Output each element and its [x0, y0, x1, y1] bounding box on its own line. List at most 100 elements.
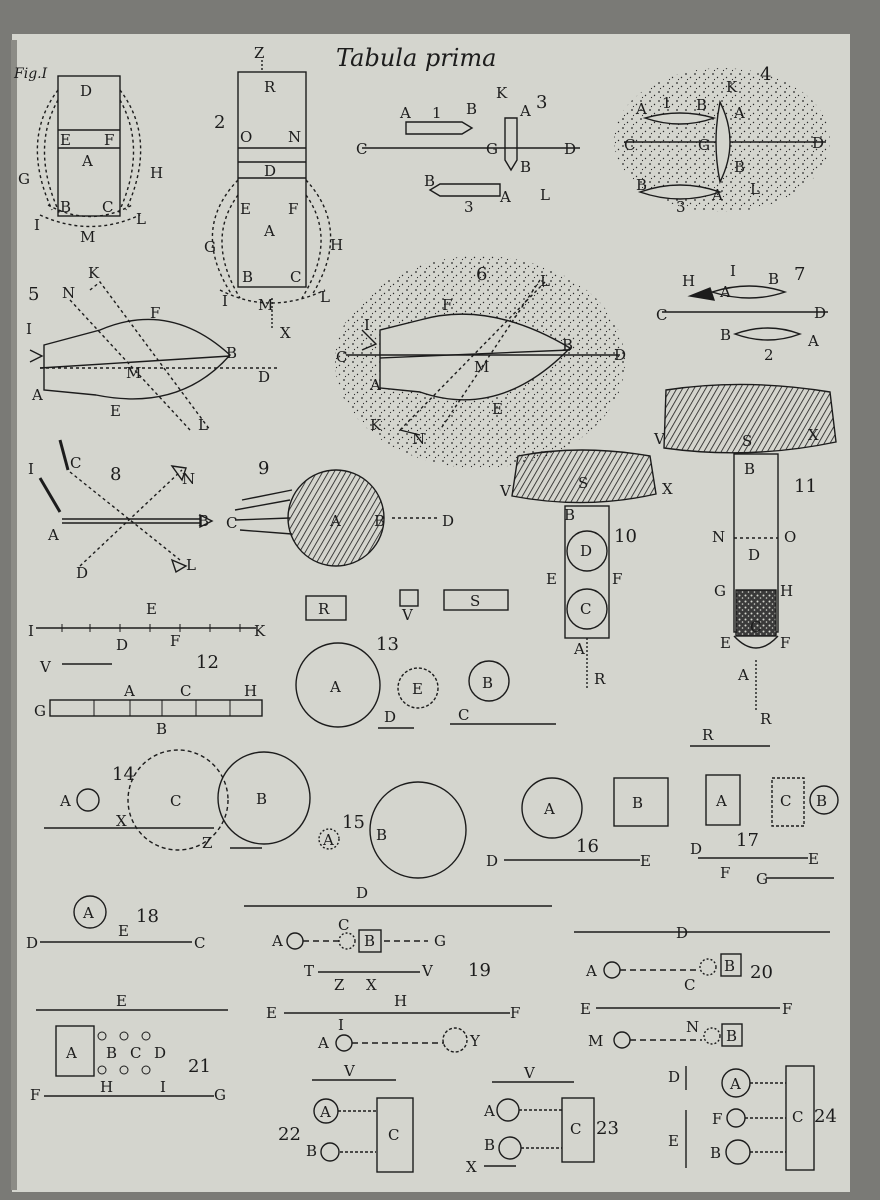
label: L: [320, 288, 330, 306]
label: A: [543, 800, 555, 818]
label: E: [546, 570, 557, 588]
label: G: [204, 238, 216, 256]
plate-text: Tabula prima Fig.I 2 3 4 5 6 7 8 9 10 11…: [13, 44, 837, 1176]
label: C: [336, 348, 347, 366]
label: B: [156, 720, 167, 738]
figure-23: [484, 1081, 595, 1167]
label: E: [412, 680, 423, 698]
label: D: [676, 924, 688, 942]
label: D: [614, 346, 626, 364]
fig-number: 21: [188, 1056, 211, 1077]
label: A: [719, 283, 731, 301]
label: D: [116, 636, 128, 654]
label: R: [264, 78, 276, 96]
label: A: [319, 1103, 331, 1121]
label: H: [244, 682, 257, 700]
label: A: [807, 332, 819, 350]
label: B: [564, 506, 575, 524]
label: G: [18, 170, 30, 188]
label: D: [76, 564, 88, 582]
label: L: [198, 416, 208, 434]
label: A: [81, 152, 93, 170]
fig-number: 20: [750, 962, 773, 983]
fig-number: 18: [136, 906, 159, 927]
fig-number: 15: [342, 812, 365, 833]
label: M: [126, 364, 141, 382]
label: D: [442, 512, 454, 530]
label: X: [808, 426, 819, 444]
fig-number: 7: [794, 264, 805, 285]
label: A: [635, 100, 647, 118]
figure-13: [295, 589, 556, 729]
label: B: [198, 512, 209, 530]
label: A: [322, 831, 334, 849]
label: 1: [662, 94, 672, 112]
figure-8: [38, 439, 214, 574]
label: X: [366, 976, 377, 994]
label: M: [474, 358, 489, 376]
label: C: [70, 454, 81, 472]
figure-9: [234, 469, 440, 567]
label: A: [263, 222, 275, 240]
label: V: [499, 482, 512, 500]
label: E: [110, 402, 121, 420]
label: B: [734, 158, 745, 176]
label: A: [329, 512, 341, 530]
figure-11: [663, 383, 837, 710]
label: B: [482, 674, 493, 692]
fig-number: 16: [576, 836, 599, 857]
label: A: [519, 102, 531, 120]
fig-number: 12: [196, 652, 219, 673]
label: G: [714, 582, 726, 600]
label: B: [376, 826, 387, 844]
label: H: [394, 992, 407, 1010]
label: A: [399, 104, 411, 122]
label: V: [401, 606, 414, 624]
label: F: [104, 131, 114, 149]
label: E: [808, 850, 819, 868]
label: M: [258, 296, 273, 314]
fig-number: 24: [814, 1106, 837, 1127]
label: 3: [676, 198, 686, 216]
label: D: [486, 852, 498, 870]
label: S: [470, 592, 480, 610]
label: A: [729, 1075, 741, 1093]
label: D: [580, 542, 592, 560]
fig-number: 19: [468, 960, 491, 981]
label: L: [540, 186, 550, 204]
label: B: [768, 270, 779, 288]
label: 3: [464, 198, 474, 216]
label: R: [594, 670, 606, 688]
label: A: [711, 186, 723, 204]
label: R: [318, 600, 330, 618]
label: D: [748, 546, 760, 564]
label: N: [412, 430, 425, 448]
label: K: [370, 416, 382, 434]
label: D: [668, 1068, 680, 1086]
label: E: [118, 922, 129, 940]
label: B: [466, 100, 477, 118]
label: N: [712, 528, 725, 546]
fig-number: 11: [794, 476, 817, 497]
figure-14: [44, 749, 311, 851]
label: O: [784, 528, 796, 546]
label: H: [780, 582, 793, 600]
figure-ef-line: [284, 1012, 510, 1053]
plate-drawings: [29, 60, 839, 1173]
label: X: [662, 480, 673, 498]
label: L: [136, 210, 146, 228]
label: C: [580, 600, 591, 618]
label: C: [170, 792, 181, 810]
label: A: [573, 640, 585, 658]
label: B: [696, 96, 707, 114]
label: B: [424, 172, 435, 190]
figure-4: [614, 68, 830, 212]
label: D: [264, 162, 276, 180]
label: C: [130, 1044, 141, 1062]
figure-22: [312, 1079, 414, 1173]
figure-2: [211, 60, 332, 330]
label: F: [612, 570, 622, 588]
figure-1: [36, 75, 142, 228]
label: F: [30, 1086, 40, 1104]
label: B: [306, 1142, 317, 1160]
